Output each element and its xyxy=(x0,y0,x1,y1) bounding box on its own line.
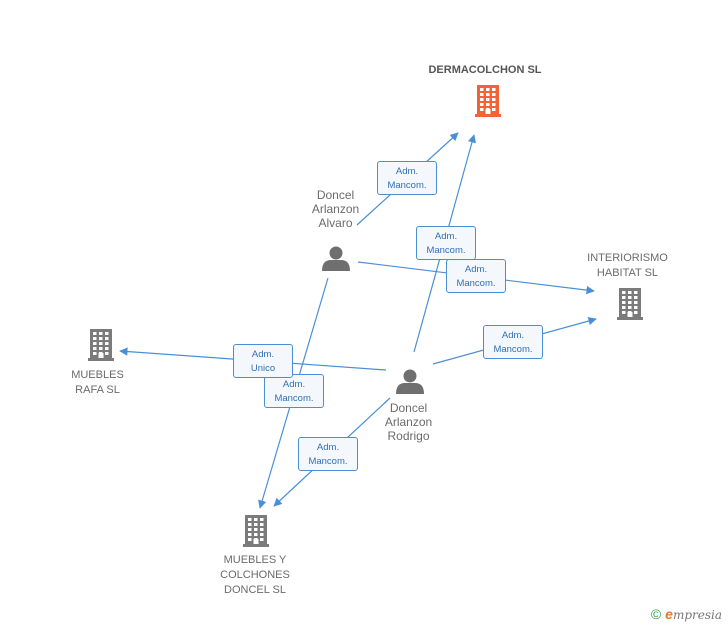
node-label-muebles-rafa[interactable]: MUEBLES RAFA SL xyxy=(55,368,140,398)
edge-label-line: Adm. xyxy=(251,349,275,360)
brand-logo-initial: e xyxy=(665,606,673,622)
footer-brand: ©empresia xyxy=(651,606,722,622)
edge-label-alvaro-interiorismo[interactable]: Adm. Mancom. xyxy=(446,259,506,293)
building-icon[interactable] xyxy=(243,515,269,547)
building-icon[interactable] xyxy=(88,329,114,361)
person-icon[interactable] xyxy=(322,246,350,272)
node-label-line: Doncel xyxy=(389,401,428,415)
edge-label-rodrigo-muebles_rafa[interactable]: Adm. Unico xyxy=(233,344,293,378)
edge-label-line: Adm. xyxy=(395,166,419,177)
edge-label-line: Adm. xyxy=(316,442,340,453)
edge-label-line: Mancom. xyxy=(308,456,348,467)
edge-label-line: Adm. xyxy=(464,264,488,275)
node-label-line: MUEBLES Y xyxy=(223,554,287,566)
edge-label-line: Adm. xyxy=(434,231,458,242)
node-label-line: DONCEL SL xyxy=(224,584,286,596)
edge-label-line: Adm. xyxy=(282,379,306,390)
node-label-muebles-colchones[interactable]: MUEBLES Y COLCHONES DONCEL SL xyxy=(195,553,315,598)
node-label-line: Arlanzon xyxy=(311,202,360,216)
node-label-line: MUEBLES xyxy=(71,369,124,381)
node-label-line: Alvaro xyxy=(318,216,353,230)
person-icon[interactable] xyxy=(396,369,424,395)
node-label-line: COLCHONES xyxy=(220,569,290,581)
node-label-line: HABITAT SL xyxy=(596,267,659,279)
node-label-line: Rodrigo xyxy=(387,429,430,443)
building-icon[interactable] xyxy=(617,288,643,320)
node-label-line: RAFA SL xyxy=(75,384,120,396)
copyright-icon: © xyxy=(650,606,662,622)
node-label-line: Doncel xyxy=(316,188,355,202)
edge-label-line: Mancom. xyxy=(456,278,496,289)
edge-label-line: Mancom. xyxy=(387,180,427,191)
building-icon[interactable] xyxy=(475,85,501,117)
edge-label-line: Mancom. xyxy=(426,245,466,256)
edge-label-line: Mancom. xyxy=(274,393,314,404)
edge-label-line: Mancom. xyxy=(493,344,533,355)
edge-label-alvaro-dermacolchon[interactable]: Adm. Mancom. xyxy=(377,161,437,195)
edge-label-rodrigo-muebles_colchones[interactable]: Adm. Mancom. xyxy=(298,437,358,471)
node-label-line: INTERIORISMO xyxy=(587,252,668,264)
edge-label-line: Unico xyxy=(250,363,276,374)
brand-name: mpresia xyxy=(672,608,722,622)
edge-label-line: Adm. xyxy=(501,330,525,341)
edge-label-rodrigo-dermacolchon[interactable]: Adm. Mancom. xyxy=(416,226,476,260)
edge-label-alvaro-muebles_colchones[interactable]: Adm. Mancom. xyxy=(264,374,324,408)
node-label-interiorismo[interactable]: INTERIORISMO HABITAT SL xyxy=(570,251,685,281)
node-label-line: DERMACOLCHON SL xyxy=(428,64,542,76)
node-label-dermacolchon[interactable]: DERMACOLCHON SL xyxy=(405,63,565,78)
node-label-line: Arlanzon xyxy=(384,415,433,429)
edge-label-rodrigo-interiorismo[interactable]: Adm. Mancom. xyxy=(483,325,543,359)
